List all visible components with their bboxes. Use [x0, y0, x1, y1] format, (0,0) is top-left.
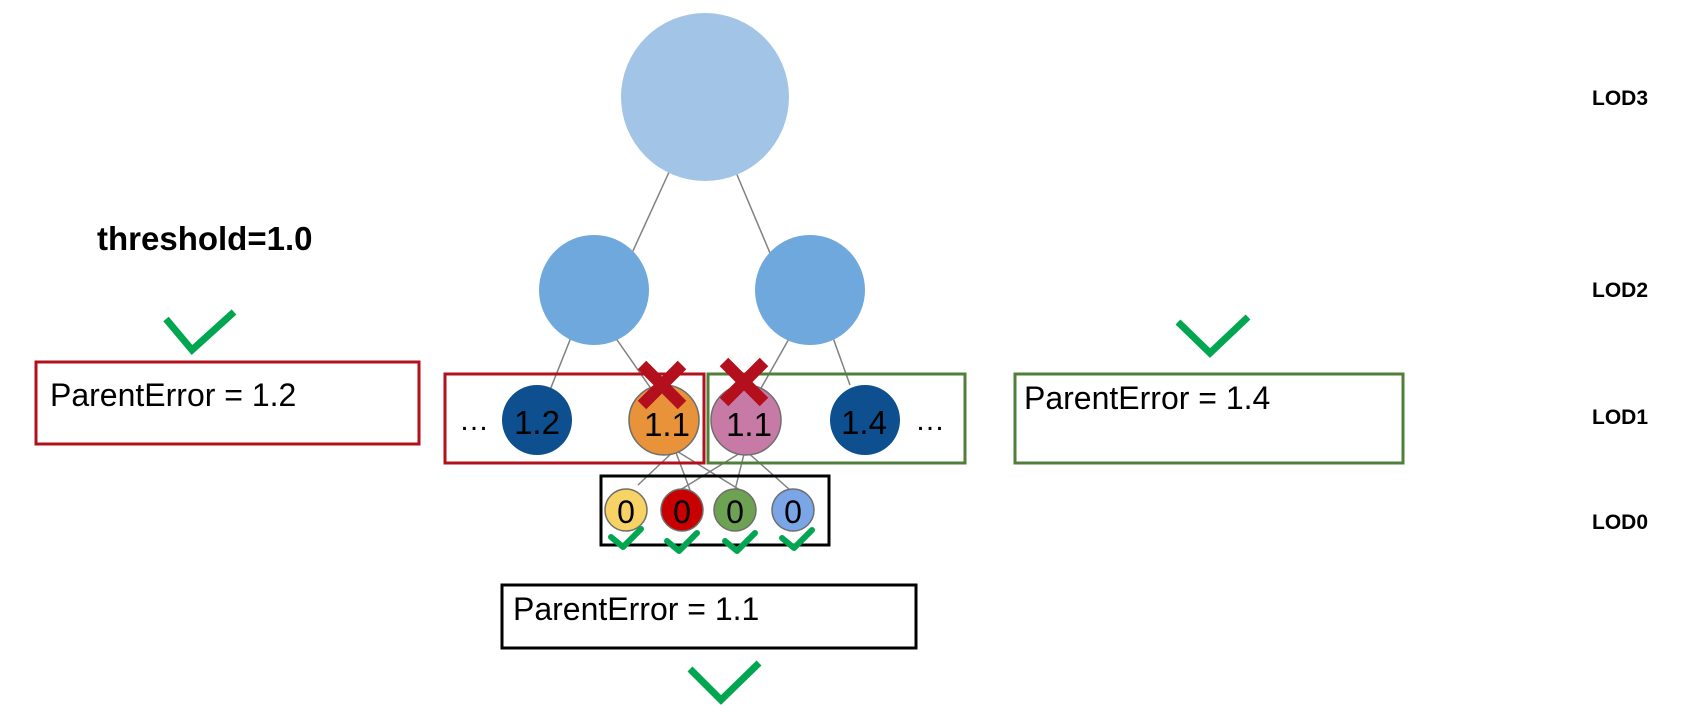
check-icon	[664, 530, 700, 554]
lod0-node-2-label: 0	[673, 494, 691, 530]
check-icon	[608, 526, 644, 550]
check-icon	[1175, 314, 1251, 358]
edge-lod1-lod0-5	[734, 449, 746, 491]
lod2-label: LOD2	[1592, 279, 1648, 302]
edge-lod2-left-a	[549, 334, 573, 391]
lod0-label: LOD0	[1592, 511, 1648, 534]
parent-error-box-left	[34, 360, 421, 446]
lod3-node	[621, 13, 789, 181]
edge-lod1-lod0-4	[679, 449, 746, 491]
check-icon	[722, 530, 758, 554]
edge-lod1-lod0-1	[637, 449, 676, 486]
green-cluster-group-box	[706, 372, 967, 465]
check-icon	[779, 527, 815, 551]
lod0-node-4-label: 0	[784, 494, 802, 530]
lod1-node-1-label: 1.2	[514, 404, 560, 441]
ellipsis-left: …	[459, 404, 489, 437]
lod0-node-1-label: 0	[617, 494, 635, 530]
lod1-node-4	[830, 385, 900, 455]
ellipsis-right: …	[915, 404, 945, 437]
parent-error-bottom-text: ParentError = 1.1	[513, 591, 759, 627]
lod0-node-3	[713, 488, 757, 532]
edge-lod3-lod2-left	[631, 169, 671, 254]
check-icon	[163, 309, 237, 356]
parent-error-box-right	[1013, 372, 1405, 465]
lod0-cluster-group-box	[599, 474, 831, 547]
lod2-node-left	[539, 235, 649, 345]
edge-lod1-lod0-3	[674, 449, 741, 491]
red-cluster-group-box	[443, 372, 706, 465]
parent-error-right-text: ParentError = 1.4	[1024, 380, 1270, 416]
lod1-node-4-label: 1.4	[841, 404, 887, 441]
lod1-node-1	[502, 385, 572, 455]
cross-icon	[719, 357, 769, 407]
lod0-node-1	[604, 488, 648, 532]
lod1-label: LOD1	[1592, 406, 1648, 429]
tree-edges	[549, 169, 851, 491]
edge-lod3-lod2-right	[734, 169, 771, 254]
parent-error-left-text: ParentError = 1.2	[50, 377, 296, 413]
lod3-label: LOD3	[1592, 87, 1648, 110]
lod0-node-4	[771, 488, 815, 532]
edge-lod1-lod0-6	[744, 449, 791, 491]
lod1-node-3-label: 1.1	[726, 406, 772, 443]
edge-lod2-right-b	[831, 334, 851, 386]
threshold-label: threshold=1.0	[97, 220, 312, 257]
parent-error-box-bottom	[500, 583, 918, 650]
lod2-node-right	[755, 235, 865, 345]
edge-lod2-right-a	[759, 336, 791, 391]
edge-lod1-lod0-2	[674, 449, 691, 491]
lod1-node-2-label: 1.1	[644, 406, 690, 443]
edge-lod2-left-b	[614, 336, 653, 391]
lod0-node-3-label: 0	[726, 494, 744, 530]
cross-icon	[637, 360, 687, 410]
check-icon	[687, 660, 762, 705]
lod0-node-2	[660, 488, 704, 532]
